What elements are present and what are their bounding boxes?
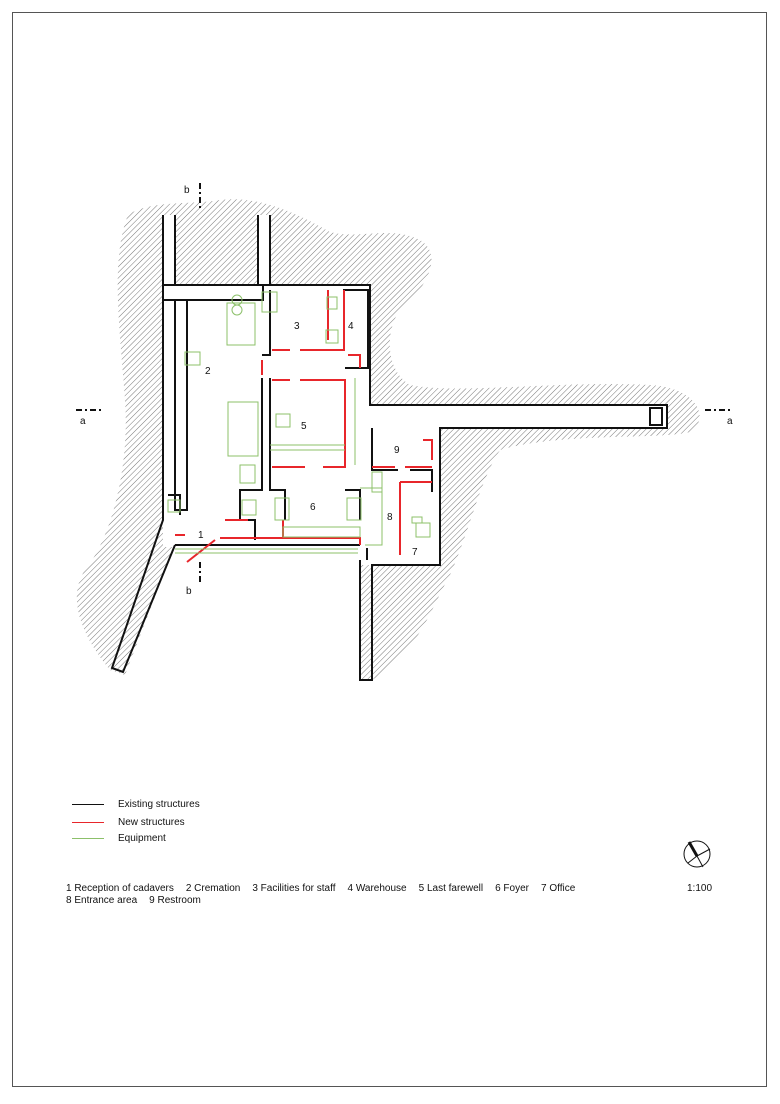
room-key-item: 2 Cremation: [185, 883, 241, 894]
room-3-label: 3: [294, 321, 300, 332]
room-key-item: 1 Reception of cadavers: [66, 883, 174, 894]
room-key-line-2: 8 Entrance area 9 Restroom: [66, 895, 587, 907]
room-7-label: 7: [412, 547, 418, 558]
legend-new: New structures: [72, 817, 185, 828]
room-9-label: 9: [394, 445, 400, 456]
legend-swatch-equipment: [72, 838, 104, 839]
room-key-item: 8 Entrance area: [66, 895, 138, 906]
room-key-item: 3 Facilities for staff: [252, 883, 336, 894]
room-key-item: 4 Warehouse: [347, 883, 407, 894]
legend-label: Existing structures: [118, 799, 200, 810]
room-key-item: 5 Last farewell: [418, 883, 484, 894]
legend-existing: Existing structures: [72, 799, 200, 810]
sheet-border: [12, 12, 767, 1087]
new-walls: [175, 290, 433, 563]
room-key: 1 Reception of cadavers 2 Cremation 3 Faci…: [66, 883, 587, 907]
room-5-label: 5: [301, 421, 307, 432]
section-b-top-label: b: [184, 185, 190, 196]
room-6-label: 6: [310, 502, 316, 513]
north-arrow-icon: [683, 840, 711, 868]
legend-swatch-new: [72, 822, 104, 823]
legend-label: New structures: [118, 817, 185, 828]
room-1-label: 1: [198, 530, 204, 541]
room-key-item: 9 Restroom: [149, 895, 201, 906]
room-4-label: 4: [348, 321, 354, 332]
legend-swatch-existing: [72, 804, 104, 805]
section-a-right-label: a: [727, 416, 733, 427]
scale-label: 1:100: [687, 883, 713, 894]
room-key-line-1: 1 Reception of cadavers 2 Cremation 3 Faci…: [66, 883, 587, 895]
room-8-label: 8: [387, 512, 393, 523]
room-key-item: 7 Office: [541, 883, 576, 894]
legend-label: Equipment: [118, 833, 166, 844]
section-b-bottom-label: b: [186, 586, 192, 597]
room-key-item: 6 Foyer: [495, 883, 529, 894]
room-2-label: 2: [205, 366, 211, 377]
section-a-left-label: a: [80, 416, 86, 427]
equipment: [167, 291, 431, 554]
legend-equipment: Equipment: [72, 833, 166, 844]
section-markers: [76, 183, 732, 585]
